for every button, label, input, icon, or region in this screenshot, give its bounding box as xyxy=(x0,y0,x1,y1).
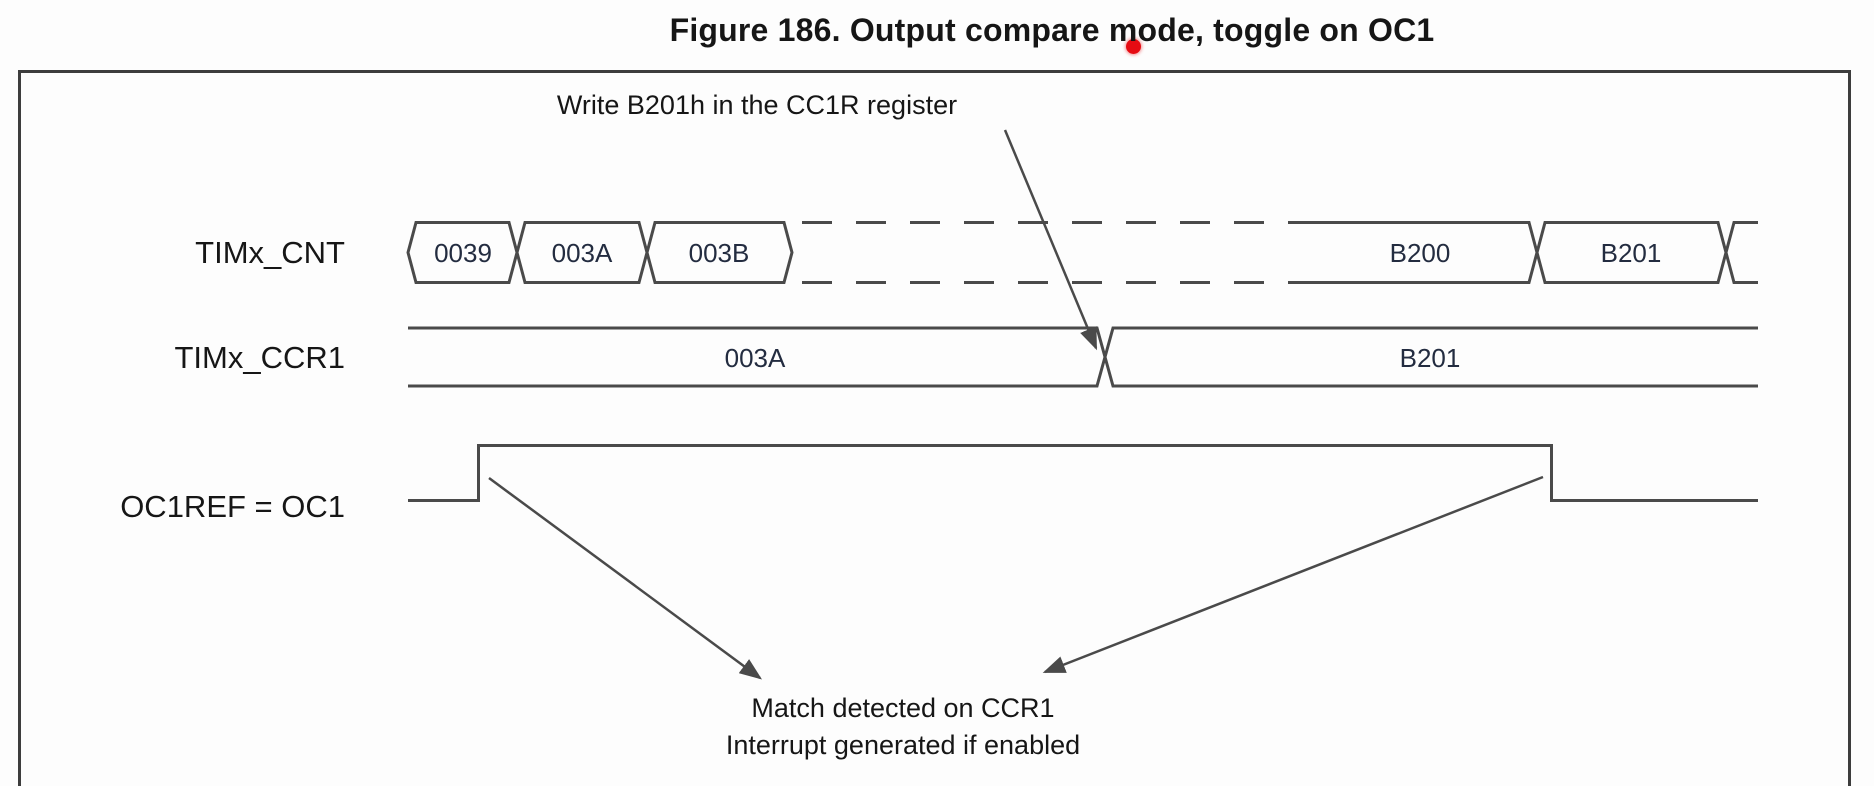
cnt-value-003b: 003B xyxy=(688,238,750,268)
cnt-cell-003b xyxy=(645,221,794,284)
ccr1-cell-b201 xyxy=(1103,326,1758,388)
cursor-dot xyxy=(1126,39,1141,54)
figure-title: Figure 186. Output compare mode, toggle … xyxy=(669,12,1435,48)
oc1ref-label: OC1REF = OC1 xyxy=(120,489,345,524)
falling-edge-match-arrow xyxy=(1042,475,1544,674)
cnt-gap-dashed-lines xyxy=(802,221,1307,284)
match-annotation-line2: Interrupt generated if enabled xyxy=(725,730,1081,760)
cnt-value-b200: B200 xyxy=(1389,238,1451,268)
match-annotation: Match detected on CCR1 Interrupt generat… xyxy=(726,690,1080,764)
write-to-ccr1-arrow xyxy=(1003,129,1098,351)
timx-cnt-label: TIMx_CNT xyxy=(195,235,345,270)
timx-cnt-waveform xyxy=(406,221,1758,284)
timx-ccr1-waveform xyxy=(408,326,1758,388)
ccr1-value-b201: B201 xyxy=(1399,343,1461,373)
oc1ref-waveform xyxy=(408,444,1758,502)
match-annotation-line1: Match detected on CCR1 xyxy=(751,693,1055,723)
timx-ccr1-label: TIMx_CCR1 xyxy=(174,340,345,375)
write-ccr-annotation: Write B201h in the CC1R register xyxy=(556,90,958,120)
ccr1-value-003a: 003A xyxy=(724,343,786,373)
rising-edge-match-arrow xyxy=(488,476,763,680)
annotation-arrows xyxy=(488,129,1544,680)
cnt-value-b201: B201 xyxy=(1600,238,1662,268)
cnt-value-0039: 0039 xyxy=(434,238,492,268)
cnt-cell-trailing xyxy=(1724,221,1758,284)
cnt-value-003a: 003A xyxy=(551,238,613,268)
diagram-frame xyxy=(18,70,1851,786)
